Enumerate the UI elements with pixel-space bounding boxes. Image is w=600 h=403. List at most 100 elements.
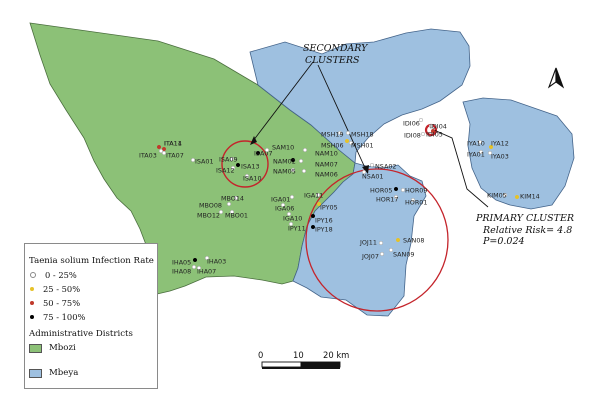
site-point-ita03 [158,148,164,154]
site-point-msh01 [348,140,354,146]
site-point-mbo14 [233,195,239,201]
site-label-iga10: IGA10 [283,215,302,223]
site-point-iga01 [289,194,295,200]
site-point-iga11 [315,192,321,198]
site-point-joj11 [378,240,384,246]
site-label-hor01: HOR01 [405,199,427,207]
site-label-isa13: ISA13 [241,163,260,171]
site-point-idi08 [420,131,426,137]
site-point-nam10 [302,147,308,153]
site-label-nam06: NAM06 [315,171,338,179]
primary-callout-line [433,129,489,208]
site-point-isa12 [230,165,236,171]
site-label-ipy16: IPY16 [315,217,333,225]
legend-district-label-0: Mbozi [49,343,76,353]
site-label-idi08: IDI08 [404,132,421,140]
legend-rate-label-0: 0 - 25% [45,270,77,280]
site-label-ita03: ITA03 [139,152,157,160]
site-point-ita11 [161,146,167,152]
legend-districts-title: Administrative Districts [29,329,133,339]
site-point-idi05 [430,128,436,134]
legend-rate-dot-0 [30,272,36,278]
legend-district-swatch-1 [29,369,42,378]
site-point-ipy18 [310,224,316,230]
map-legend: Taenia solium Infection Rate 0 - 25% 25 … [24,243,158,389]
site-label-mbo08: MBO08 [199,202,222,210]
site-point-kim14 [514,194,520,200]
site-label-joj11: JOJ11 [359,239,377,247]
site-point-iga10 [286,211,292,217]
site-point-idi06 [418,117,424,123]
site-label-nam05: NAM05 [273,168,296,176]
site-point-san09 [388,247,394,253]
site-point-isa07 [255,150,261,156]
site-label-iga06: IGA06 [275,205,294,213]
site-label-kim14: KIM14 [520,193,540,201]
site-label-ita14: ITA14 [164,140,182,148]
site-point-iya12 [488,144,494,150]
site-point-msh19 [337,130,343,136]
site-point-nam05 [290,167,296,173]
scale-label-10: 10 [293,350,304,360]
site-label-hor05: HOR05 [370,187,392,195]
site-label-ita11: ITA11 [164,140,182,148]
scale-bar: 0 10 20 km [258,350,349,369]
secondary-callout-arrow-2 [362,165,369,174]
site-point-isa01 [190,157,196,163]
scale-label-0: 0 [258,350,263,360]
legend-rate-label-2: 50 - 75% [43,298,81,308]
site-label-iya12: IYA12 [491,140,509,148]
site-point-ipy16 [310,213,316,219]
site-point-msh18 [345,130,351,136]
site-point-iha08 [191,264,197,270]
site-point-hor05 [393,186,399,192]
legend-rate-row-2: 50 - 75% [30,298,80,308]
site-point-iha07 [196,265,202,271]
site-point-ita07 [161,150,167,156]
site-point-mbo08 [226,201,232,207]
legend-rate-dot-2 [30,301,34,305]
legend-rate-row-1: 25 - 50% [30,284,80,294]
legend-rate-row-3: 75 - 100% [30,312,85,322]
site-label-iha07: IHA07 [197,268,216,276]
site-label-hor09: HOR09 [405,187,427,195]
site-label-msh18: MSH18 [351,131,374,139]
site-point-msh06 [344,138,350,144]
site-point-nsa02 [369,162,375,168]
secondary-callout-line-1 [252,61,314,142]
site-label-iya10: IYA10 [467,140,485,148]
site-point-ipy05 [316,201,322,207]
site-label-san09: SAN09 [393,251,414,259]
site-label-mbo14: MBO14 [221,195,244,203]
site-label-iya03: IYA03 [491,153,509,161]
site-point-nsa01 [361,169,367,175]
site-label-nam10: NAM10 [315,150,338,158]
site-point-iya10 [477,139,483,145]
legend-rate-dot-1 [30,287,34,291]
site-label-idi04: IDI04 [430,123,447,131]
site-point-mbo01 [229,209,235,215]
primary-cluster-label: PRIMARY CLUSTER [475,213,574,224]
site-point-kim05 [502,192,508,198]
site-label-isa01: ISA01 [195,158,214,166]
legend-rate-label-3: 75 - 100% [43,312,86,322]
secondary-clusters-label-2: CLUSTERS [305,55,360,66]
site-point-iha03 [204,255,210,261]
secondary-callout-line-2 [317,64,367,171]
mbeya-east-region [462,97,575,210]
site-label-iga01: IGA01 [271,196,290,204]
site-label-nam07: NAM07 [315,161,338,169]
site-label-iga11: IGA11 [304,192,323,200]
site-point-iya01 [478,149,484,155]
legend-rate-dot-3 [30,315,34,319]
site-label-nam02: NAM02 [273,158,296,166]
site-point-isa09 [229,156,235,162]
site-point-idi04 [428,123,434,129]
primary-p-value: P=0.024 [482,236,525,247]
site-label-isa09: ISA09 [219,156,238,164]
site-label-ita07: ITA07 [166,152,184,160]
site-label-msh06: MSH06 [321,142,344,150]
legend-rate-row-0: 0 - 25% [30,270,77,280]
site-point-ita14 [156,144,162,150]
site-point-isa13 [235,162,241,168]
